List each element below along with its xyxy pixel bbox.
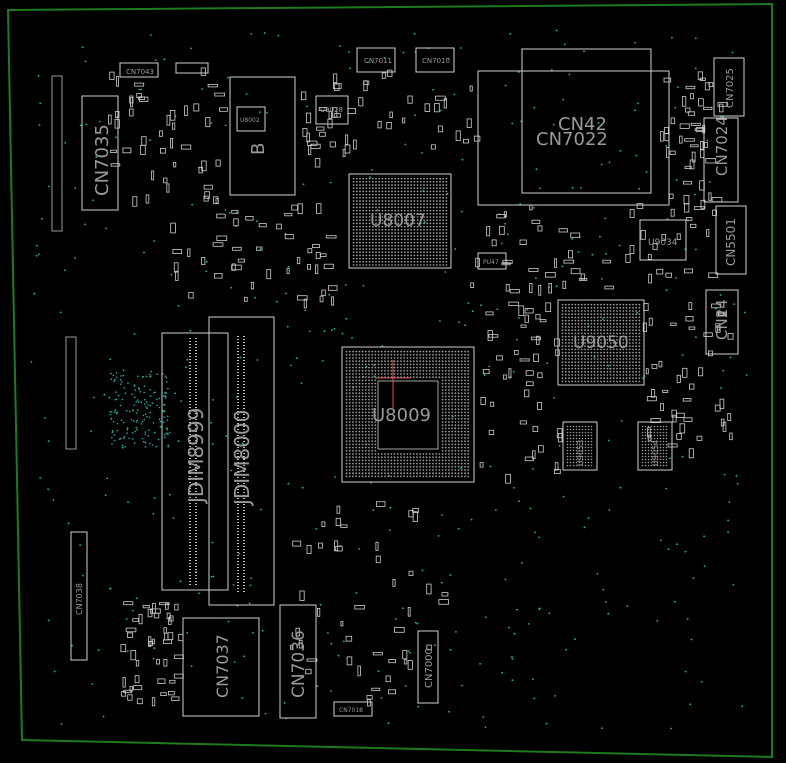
- u8009-center-cavity: [377, 380, 439, 450]
- cn7037-label: CN7037: [213, 634, 232, 698]
- cn42-outline[interactable]: [521, 48, 652, 194]
- u8007-ball-grid: [352, 177, 448, 266]
- u9054-label: U9054: [651, 440, 660, 466]
- u9028-outline[interactable]: [315, 95, 349, 125]
- u9028-label: U9028: [320, 106, 343, 114]
- cn24-outline[interactable]: [705, 289, 739, 355]
- cn7022-label: CN7022: [536, 129, 608, 150]
- u9034-outline[interactable]: [639, 219, 687, 261]
- cn7010-outline[interactable]: [415, 47, 455, 73]
- b-component-outline[interactable]: [229, 76, 296, 196]
- u9050-ball-grid: [561, 303, 641, 383]
- cn7010-label: CN7010: [422, 57, 450, 65]
- pad-field: [108, 67, 734, 707]
- cn7043-outline[interactable]: [119, 62, 159, 78]
- cn7018-label: CN7018: [339, 707, 363, 714]
- jdim8999-slot[interactable]: [161, 332, 229, 591]
- u8009-ball-grid: [345, 350, 470, 478]
- u8002-outline[interactable]: [236, 106, 266, 132]
- board-edge-outline: [6, 2, 773, 759]
- jdim8000-slot[interactable]: [208, 316, 275, 606]
- u9053-outline[interactable]: [562, 421, 598, 471]
- b-component-label: B: [248, 143, 269, 155]
- pu47-label: PU47: [483, 259, 499, 266]
- cn7000-outline[interactable]: [417, 630, 439, 704]
- u8009-label: U8009: [372, 405, 431, 426]
- u8007-outline[interactable]: [348, 173, 452, 269]
- u9050-outline[interactable]: [557, 299, 645, 386]
- via-field: [30, 29, 748, 730]
- cn7035-label: CN7035: [92, 124, 113, 196]
- u9054-outline[interactable]: [637, 421, 673, 471]
- left-edge-connector-2[interactable]: [65, 336, 77, 450]
- jdim8000-label: JDIM8000: [230, 410, 254, 507]
- sa-part-outline[interactable]: [175, 62, 209, 74]
- cn42-label: CN42: [558, 114, 607, 135]
- cn7022-outline[interactable]: [477, 70, 670, 206]
- cn7000-label: CN7000: [424, 648, 435, 688]
- u9034-label: U9034: [648, 238, 678, 248]
- u9053-ball-grid: [566, 425, 593, 467]
- cn7037-outline[interactable]: [182, 617, 260, 717]
- u9050-label: U9050: [573, 333, 629, 353]
- cn7018-outline[interactable]: [333, 701, 373, 717]
- cn7038-outline[interactable]: [70, 531, 88, 661]
- cn5501-outline[interactable]: [715, 205, 747, 275]
- cn7043-label: CN7043: [126, 68, 154, 76]
- cn7035-outline[interactable]: [81, 95, 119, 211]
- cn7024-label: CN7024: [713, 116, 731, 176]
- cn7011-outline[interactable]: [356, 47, 396, 73]
- cn7011-label: CN7011: [364, 57, 392, 65]
- u8002-label: U8002: [240, 117, 260, 124]
- cn7036-label: CN7036: [289, 630, 309, 698]
- u9054-ball-grid: [641, 425, 668, 467]
- u8007-label: U8007: [370, 211, 426, 231]
- cn7025-label: CN7025: [725, 68, 736, 108]
- left-edge-connector-1[interactable]: [51, 75, 63, 232]
- cn7036-outline[interactable]: [279, 604, 317, 719]
- u8009-outline[interactable]: [341, 346, 475, 483]
- cn24-label: CN24: [713, 299, 731, 340]
- pu47-outline[interactable]: [477, 252, 507, 270]
- cn7024-outline[interactable]: [703, 117, 739, 203]
- cursor-crosshair: [375, 360, 410, 408]
- cn7025-outline[interactable]: [713, 57, 745, 117]
- jdim8999-label: JDIM8999: [184, 408, 208, 505]
- cn7038-label: CN7038: [75, 583, 84, 615]
- cn5501-label: CN5501: [724, 218, 738, 266]
- u9053-label: U9053: [576, 440, 585, 466]
